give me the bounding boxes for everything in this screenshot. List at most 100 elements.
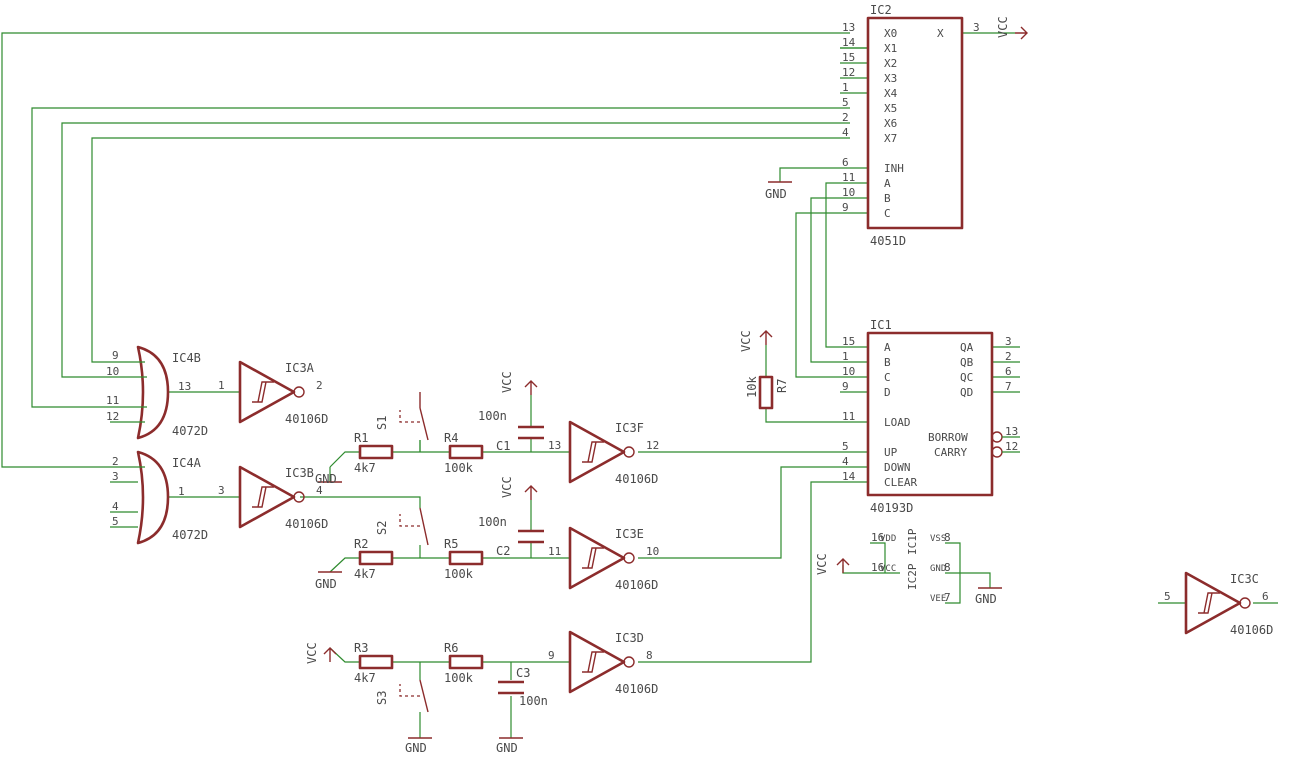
net-pwr-gnd[interactable] (945, 572, 991, 588)
net-x5[interactable] (31, 107, 850, 408)
pwr-ic2p: IC2P (906, 563, 919, 590)
net-load[interactable] (765, 408, 868, 423)
ic4a-or-gate[interactable]: 2 3 4 5 1 IC4A 4072D (110, 450, 208, 545)
net-a[interactable] (825, 182, 868, 348)
ic3b-value: 40106D (285, 517, 328, 531)
ic3a-value: 40106D (285, 412, 328, 426)
ic4a-body[interactable] (136, 450, 170, 545)
net-clear[interactable] (638, 481, 868, 663)
ic3e-pin-out: 10 (646, 545, 659, 558)
ic1-pin-num: 1 (842, 350, 849, 363)
ic3a-body[interactable] (238, 360, 296, 424)
r3-body[interactable] (358, 654, 394, 670)
ic3f-body[interactable] (568, 420, 626, 484)
ic1-pin-num: 14 (842, 470, 856, 483)
net-s2-gnd[interactable] (329, 557, 360, 573)
net-x7[interactable] (91, 137, 850, 363)
ic2-pin-x0: X0 (884, 27, 897, 40)
net-b[interactable] (810, 197, 868, 363)
r4-body[interactable] (448, 444, 484, 460)
ic3d-pin-in: 9 (548, 649, 555, 662)
s2-switch[interactable]: S2 (375, 507, 429, 546)
net-s2-top[interactable] (300, 496, 421, 508)
ic2-pin-x4: X4 (884, 87, 898, 100)
ic3c-value: 40106D (1230, 623, 1273, 637)
ic4a-name: IC4A (172, 456, 202, 470)
r7-resistor[interactable]: 10k R7 (745, 345, 789, 410)
net-x0[interactable] (1, 32, 850, 468)
ic2-pin-x5: X5 (884, 102, 897, 115)
vcc-label: VCC (500, 371, 514, 393)
ic3a-pin-out: 2 (316, 379, 323, 392)
r7-body[interactable] (758, 375, 774, 410)
c2-capacitor[interactable]: 100n C2 (478, 500, 544, 558)
ic1-pin-d: D (884, 386, 891, 399)
ic2-value: 4051D (870, 234, 906, 248)
net-x6[interactable] (61, 122, 850, 378)
s3-switch[interactable]: S3 (375, 679, 429, 713)
r1-body[interactable] (358, 444, 394, 460)
s1-switch[interactable]: S1 (375, 392, 429, 441)
ic1-40193[interactable]: IC1 40193D A15B1C10D9LOAD11UP5DOWN4CLEAR… (842, 318, 1020, 515)
net-s1-gnd[interactable] (329, 451, 360, 468)
ic1-value: 40193D (870, 501, 913, 515)
ic3b-body[interactable] (238, 465, 296, 529)
ic4a-value: 4072D (172, 528, 208, 542)
ic1-pin-qb: QB (960, 356, 974, 369)
c3-value: 100n (519, 694, 548, 708)
r6-body[interactable] (448, 654, 484, 670)
r2-body[interactable] (358, 550, 394, 566)
ic1-pin-down: DOWN (884, 461, 911, 474)
ic2-pin-inh: INH (884, 162, 904, 175)
ic4b-or-gate[interactable]: 9 10 11 12 13 IC4B 4072D (106, 345, 208, 440)
pwr-7: 7 (944, 591, 951, 604)
ic3d-body[interactable] (568, 630, 626, 694)
gnd-supply-icon: GND (315, 571, 342, 591)
ic2-4051[interactable]: IC2 4051D X013X114X215X312X41X55X62X74IN… (842, 3, 980, 248)
ic3a-bubble (293, 386, 305, 398)
ic2-pin-x7: X7 (884, 132, 897, 145)
ic4b-body[interactable] (136, 345, 170, 440)
vcc-supply-icon: VCC (996, 16, 1028, 40)
ic3f-value: 40106D (615, 472, 658, 486)
ic2-pin-a: A (884, 177, 891, 190)
ic2-pin-3: 3 (973, 21, 980, 34)
ic2-pin-num: 1 (842, 81, 849, 94)
r5-body[interactable] (448, 550, 484, 566)
ic1-body[interactable] (866, 331, 994, 497)
c1-capacitor[interactable]: 100n C1 (478, 395, 544, 453)
ic3e-body[interactable] (568, 526, 626, 590)
c1-value: 100n (478, 409, 507, 423)
net-c[interactable] (795, 212, 868, 378)
ic3d-name: IC3D (615, 631, 644, 645)
ic2-pin-x6: X6 (884, 117, 897, 130)
ic1-pin-num: 10 (842, 365, 855, 378)
ic3d-value: 40106D (615, 682, 658, 696)
net-down[interactable] (638, 466, 868, 559)
ic4a-pin-3: 3 (112, 470, 119, 483)
ic3c-body[interactable] (1184, 571, 1242, 635)
net-inh[interactable] (779, 167, 868, 182)
c3-capacitor[interactable]: C3 100n (498, 666, 548, 708)
power-pins-ic2p-ic1p[interactable]: 16 VDD 16 VCC IC2P IC1P VSS 8 GND 8 VEE … (871, 528, 951, 604)
ic2-body[interactable] (866, 16, 964, 230)
ic1-pin-num: 15 (842, 335, 855, 348)
vcc-supply-icon: VCC (500, 371, 538, 395)
ic1-pin-num: 3 (1005, 335, 1012, 348)
gnd-supply-icon: GND (765, 181, 792, 201)
wires (1, 32, 1278, 738)
ic2-pin-x: X (937, 27, 944, 40)
